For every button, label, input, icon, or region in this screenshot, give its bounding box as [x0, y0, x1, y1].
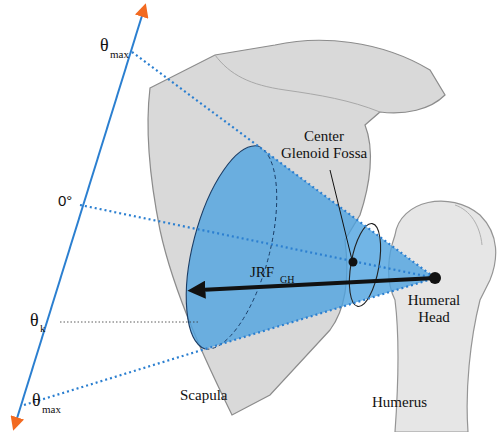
theta-k-leader	[60, 322, 198, 323]
force-arrow	[200, 278, 435, 290]
angle-symbol: θ	[32, 391, 41, 411]
angle-subscript: max	[42, 403, 61, 415]
angle-axis	[14, 6, 145, 428]
angle-value: 0°	[58, 193, 72, 210]
glenoid-center-dot	[349, 258, 358, 267]
scapula-ridge	[215, 55, 380, 112]
glenoid-outline	[344, 221, 386, 309]
part-label: Humerus	[372, 394, 427, 411]
angle-symbol: θ	[100, 36, 109, 56]
max-angle-ray	[132, 52, 435, 278]
angle-subscript: k	[40, 322, 46, 334]
angle-symbol: θ	[30, 311, 39, 331]
humeral-head-dot	[429, 272, 441, 284]
leader-line	[330, 170, 352, 260]
part-label: Humeral Head	[404, 292, 464, 325]
part-label: Scapula	[180, 387, 227, 404]
force-cone	[186, 146, 435, 349]
angle-subscript: max	[110, 48, 129, 60]
cone-base-back	[205, 146, 277, 349]
part-label: Center Glenoid Fossa	[279, 128, 369, 161]
force-label: JRF	[250, 264, 274, 281]
max-angle-ray	[24, 278, 435, 405]
cone-base-front	[186, 146, 258, 349]
humerus-tuberosity	[455, 205, 482, 245]
force-subscript: GH	[280, 274, 294, 285]
